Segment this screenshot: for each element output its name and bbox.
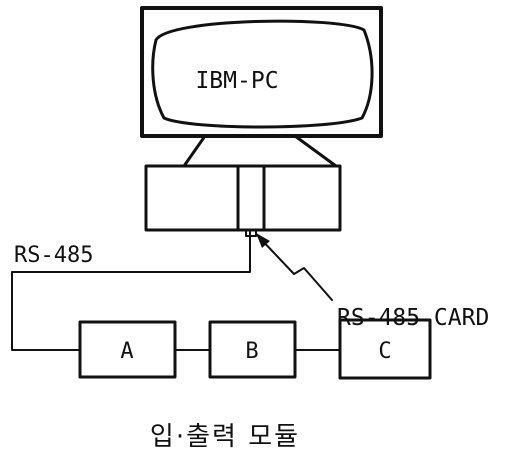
module-a-label: A [120,339,133,364]
pc-system-unit [146,166,340,230]
module-a: A [80,322,175,377]
rs485-card-label: RS-485 CARD [337,305,489,331]
monitor: IBM-PC [142,8,381,136]
monitor-label: IBM-PC [195,68,278,94]
monitor-stand [184,136,336,166]
module-b: B [210,322,295,377]
diagram-caption: 입·출력 모듈 [150,422,300,452]
card-pointer-arrow [256,233,332,300]
rs485-link-label: RS-485 [14,243,93,268]
module-b-label: B [245,339,258,364]
module-c-label: C [378,339,391,364]
